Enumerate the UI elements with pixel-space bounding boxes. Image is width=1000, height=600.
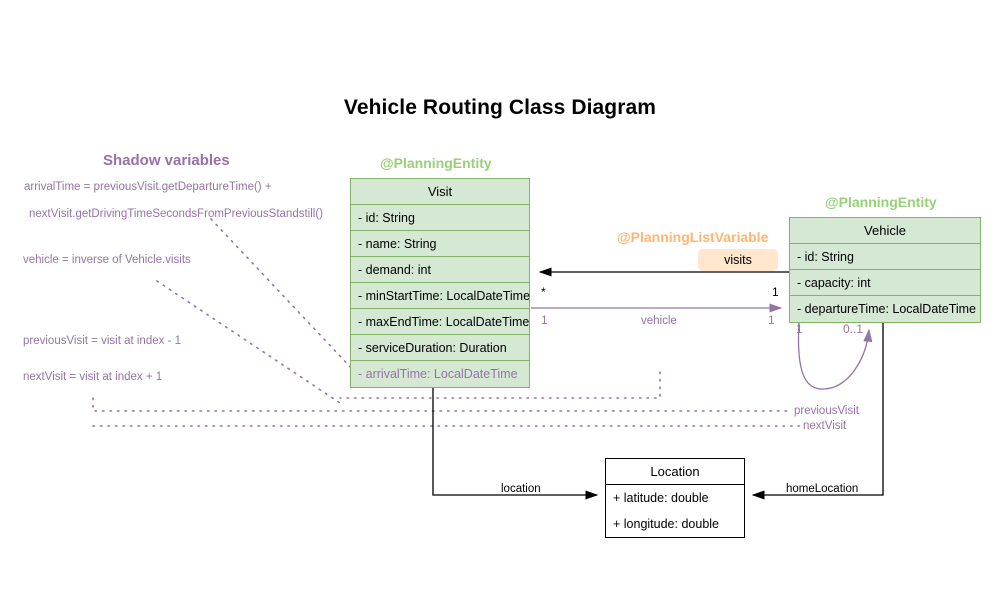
multiplicity-vehicle-source: 1	[541, 313, 548, 327]
multiplicity-vehicle-self-target: 0..1	[843, 322, 864, 336]
class-attribute-visit-name: - name: String	[351, 231, 529, 257]
class-box-location[interactable]: Location + latitude: double + longitude:…	[605, 458, 745, 538]
shadow-variable-line-nextvisit: nextVisit = visit at index + 1	[23, 371, 163, 383]
page-title: Vehicle Routing Class Diagram	[343, 96, 657, 119]
stereotype-planninglistvariable: @PlanningListVariable	[617, 229, 769, 245]
shadow-derivation-lines	[156, 218, 356, 404]
multiplicity-vehicle-self-source: 1	[796, 322, 803, 336]
class-name-visit: Visit	[351, 179, 529, 205]
shadow-variable-line-arrivaltime-1: arrivalTime = previousVisit.getDeparture…	[24, 181, 272, 193]
class-box-vehicle[interactable]: Vehicle - id: String - capacity: int - d…	[789, 217, 981, 323]
class-attribute-visit-maxendtime: - maxEndTime: LocalDateTime	[351, 309, 529, 335]
edge-label-home-location: homeLocation	[786, 483, 859, 495]
class-box-visit[interactable]: Visit - id: String - name: String - dema…	[350, 178, 530, 388]
class-attribute-location-longitude: + longitude: double	[613, 517, 719, 531]
planning-list-variable-badge-visits[interactable]: visits	[698, 249, 778, 271]
class-attribute-visit-serviceduration: - serviceDuration: Duration	[351, 335, 529, 361]
edge-label-vehicle: vehicle	[641, 315, 677, 327]
class-name-vehicle: Vehicle	[790, 218, 980, 244]
shadow-variable-line-vehicle: vehicle = inverse of Vehicle.visits	[23, 254, 191, 266]
edge-label-next-visit: nextVisit	[803, 420, 847, 432]
class-attribute-visit-demand: - demand: int	[351, 257, 529, 283]
class-attribute-visit-arrivaltime: - arrivalTime: LocalDateTime	[358, 367, 518, 381]
shadow-variable-line-arrivaltime-2: nextVisit.getDrivingTimeSecondsFromPrevi…	[29, 208, 323, 220]
stereotype-visit-planningentity: @PlanningEntity	[380, 155, 492, 171]
edge-label-previous-visit: previousVisit	[794, 405, 859, 417]
multiplicity-visits-target: *	[541, 285, 546, 299]
class-name-location: Location	[606, 459, 744, 485]
class-attribute-vehicle-departuretime: - departureTime: LocalDateTime	[797, 302, 977, 316]
multiplicity-vehicle-target: 1	[768, 313, 775, 327]
multiplicity-visits-source: 1	[772, 285, 779, 299]
class-attribute-vehicle-capacity: - capacity: int	[790, 270, 980, 296]
edge-location	[432, 386, 599, 500]
edge-label-location: location	[501, 483, 541, 495]
class-attribute-location-latitude: + latitude: double	[613, 491, 709, 505]
stereotype-vehicle-planningentity: @PlanningEntity	[825, 194, 937, 210]
edge-previous-visit	[92, 397, 791, 412]
shadow-variable-line-previousvisit: previousVisit = visit at index - 1	[23, 335, 181, 347]
shadow-variables-heading: Shadow variables	[103, 152, 230, 169]
class-attribute-visit-id: - id: String	[351, 205, 529, 231]
class-attribute-vehicle-id: - id: String	[790, 244, 980, 270]
class-attribute-visit-minstarttime: - minStartTime: LocalDateTime	[351, 283, 530, 309]
